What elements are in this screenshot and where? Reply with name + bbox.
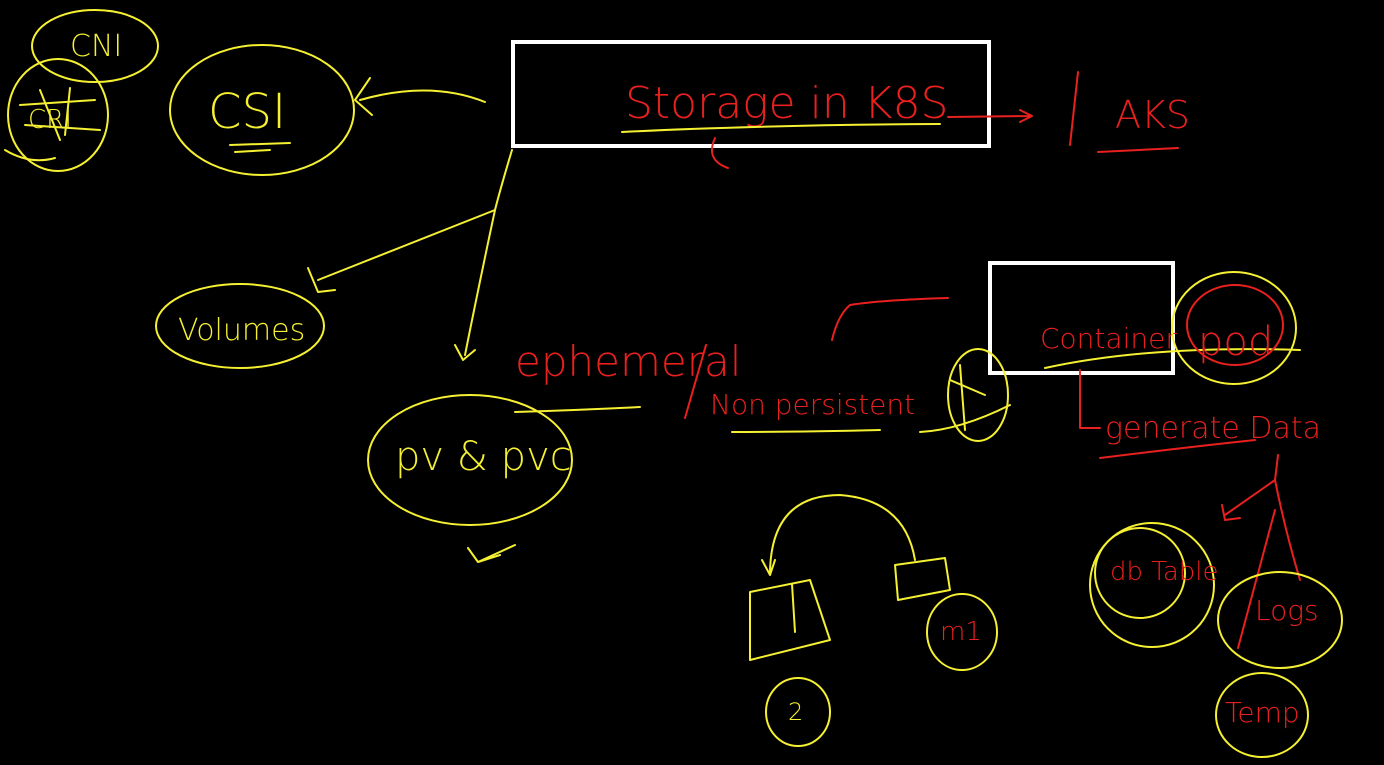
title-underline xyxy=(621,123,941,133)
red-bracket xyxy=(831,297,949,341)
db-table-circle xyxy=(1089,522,1215,648)
branch-line xyxy=(307,149,513,293)
container-box xyxy=(988,261,1175,375)
aks-underline xyxy=(1097,147,1179,153)
cri-circle xyxy=(7,58,109,172)
container-label: Container xyxy=(1040,322,1177,355)
two-label: 2 xyxy=(788,698,803,726)
non-persistent-underline xyxy=(731,429,881,433)
cri-scribble xyxy=(4,87,101,162)
pod-inner-circle xyxy=(1186,284,1284,366)
generate-bracket xyxy=(1079,369,1101,429)
volumes-label: Volumes xyxy=(178,313,305,348)
db-table-inner xyxy=(1094,527,1186,619)
csi-circle xyxy=(169,44,355,176)
pv-pvc-circle xyxy=(367,394,573,526)
non-persistent-label: Non persistent xyxy=(710,388,915,421)
two-circle xyxy=(765,677,831,747)
m1-label: m1 xyxy=(940,617,982,647)
pv-pvc-label: pv & pvc xyxy=(395,434,572,480)
branch-down xyxy=(454,209,496,361)
aks-label: AKS xyxy=(1115,93,1190,137)
fanout-left xyxy=(1221,454,1279,521)
generate-underline xyxy=(1099,439,1256,459)
logs-circle xyxy=(1217,571,1343,669)
square-right xyxy=(894,557,951,601)
temp-circle xyxy=(1215,672,1309,758)
square-left xyxy=(749,579,831,661)
pod-label: pod xyxy=(1198,319,1273,365)
cri-label: CRI xyxy=(28,105,72,135)
logs-label: Logs xyxy=(1255,594,1319,627)
temp-label: Temp xyxy=(1225,696,1300,729)
csi-underline xyxy=(229,142,291,153)
generate-data-label: generate Data xyxy=(1105,411,1321,446)
pod-circle xyxy=(1171,271,1297,385)
m1-circle xyxy=(926,593,998,671)
aks-divider xyxy=(1069,71,1079,146)
csi-label: CSI xyxy=(208,84,286,140)
title-text: Storage in K8S xyxy=(625,78,949,129)
container-underline xyxy=(1044,348,1301,369)
pv-pvc-check xyxy=(467,544,516,563)
arc-sketch xyxy=(761,494,916,576)
arrow-to-csi xyxy=(354,77,486,116)
volumes-circle xyxy=(155,283,325,369)
small-circle-mark xyxy=(919,364,1011,433)
title-hook xyxy=(711,137,729,169)
cni-circle xyxy=(31,9,159,83)
arrow-to-aks xyxy=(947,109,1033,123)
small-yellow-circle xyxy=(947,348,1009,442)
fanout-right xyxy=(1237,479,1301,649)
title-box xyxy=(511,40,991,148)
ephemeral-label: ephemeral xyxy=(515,337,741,386)
ephemeral-underline xyxy=(514,406,641,413)
separator-slash xyxy=(684,344,707,419)
db-table-label-1: db Table xyxy=(1110,557,1219,587)
cni-label: CNI xyxy=(70,29,122,64)
